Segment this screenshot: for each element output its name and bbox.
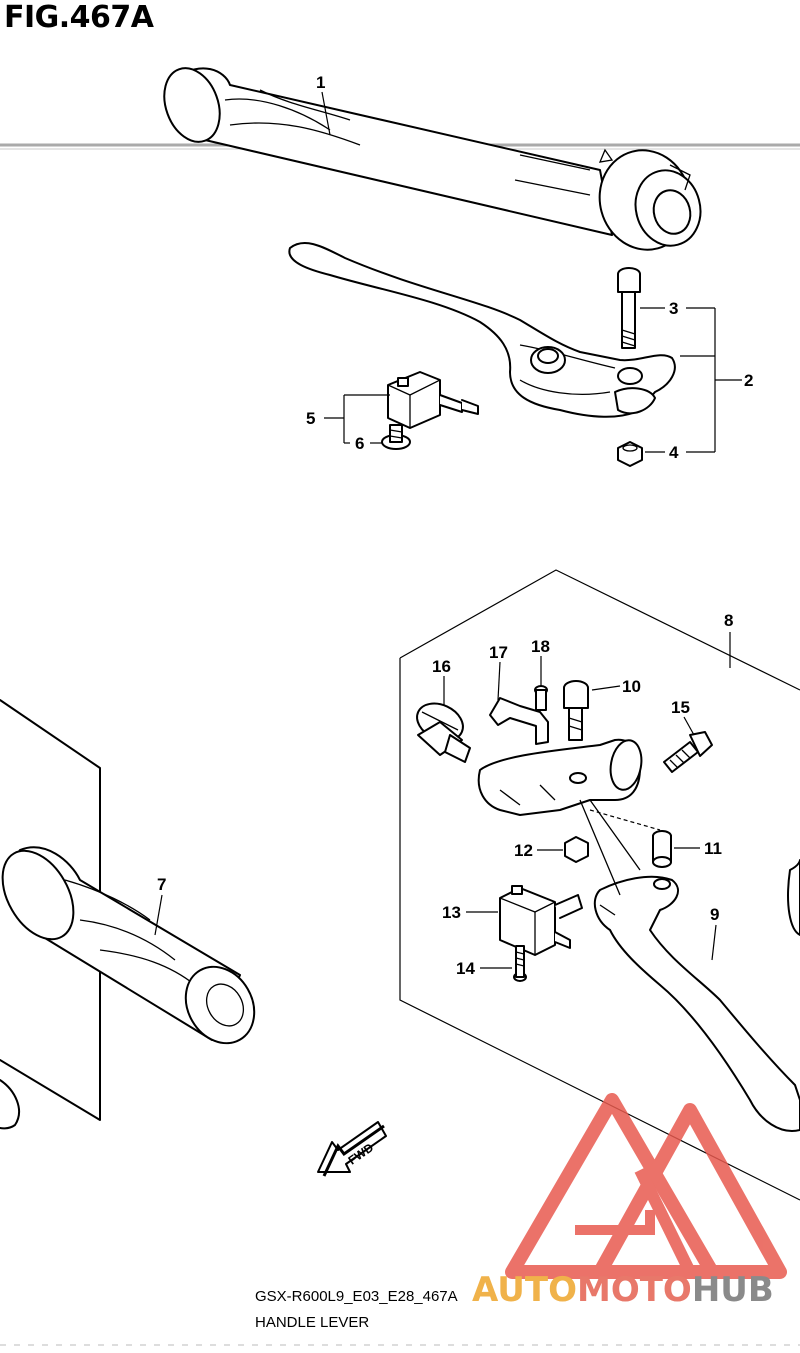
part-1-throttle-grip: [163, 67, 702, 251]
callout-8: 8: [724, 611, 733, 630]
callout-18: 18: [531, 637, 550, 656]
part-10-pivot-bolt: [563, 680, 589, 741]
callout-15: 15: [671, 698, 690, 717]
part-5-brake-switch: [387, 371, 479, 429]
part-15-bolt: [663, 731, 713, 773]
part-16-adjuster: [416, 702, 471, 763]
part-3-pivot-bolt: [617, 267, 641, 349]
callout-17: 17: [489, 643, 508, 662]
callout-6: 6: [355, 434, 364, 453]
figure-title: FIG.467A: [4, 0, 154, 35]
callout-14: 14: [456, 959, 475, 978]
watermark-part3: HUB: [691, 1270, 774, 1310]
part-9-clutch-lever: [593, 859, 800, 1132]
part-2-brake-lever: [288, 242, 676, 418]
callout-7: 7: [157, 875, 166, 894]
callout-11: 11: [704, 839, 722, 858]
callout-2: 2: [744, 371, 753, 390]
callout-12: 12: [514, 841, 533, 860]
watermark-part1: AUTO: [472, 1270, 577, 1310]
footer-figure-code: GSX-R600L9_E03_E28_467A: [255, 1288, 458, 1305]
part-13-clutch-switch: [499, 885, 583, 956]
footer-figure-name: HANDLE LEVER: [255, 1314, 370, 1331]
callout-10: 10: [622, 677, 641, 696]
callout-9: 9: [710, 905, 719, 924]
part-14-screw: [513, 945, 527, 982]
clutch-lever-holder: [477, 738, 661, 896]
part-18-screw: [534, 685, 548, 711]
watermark-text: AUTOMOTOHUB: [472, 1270, 774, 1310]
part-17-bracket: [489, 697, 549, 745]
part-11-collar: [652, 830, 672, 868]
part-7-left-grip: [0, 699, 256, 1130]
watermark-logo-icon: [505, 1093, 787, 1279]
watermark-part2: MOTO: [576, 1270, 692, 1310]
part-6-screw: [381, 424, 411, 450]
part-4-nut: [617, 441, 643, 467]
callout-1: 1: [316, 73, 325, 92]
callout-5: 5: [306, 409, 315, 428]
callout-3: 3: [669, 299, 678, 318]
callout-4: 4: [669, 443, 679, 462]
callout-13: 13: [442, 903, 461, 922]
callout-16: 16: [432, 657, 451, 676]
leader-lines: [154, 91, 742, 969]
part-8-group-outline: [399, 569, 800, 1201]
fwd-arrow-icon: FWD: [317, 1121, 387, 1177]
part-12-nut: [564, 836, 589, 863]
